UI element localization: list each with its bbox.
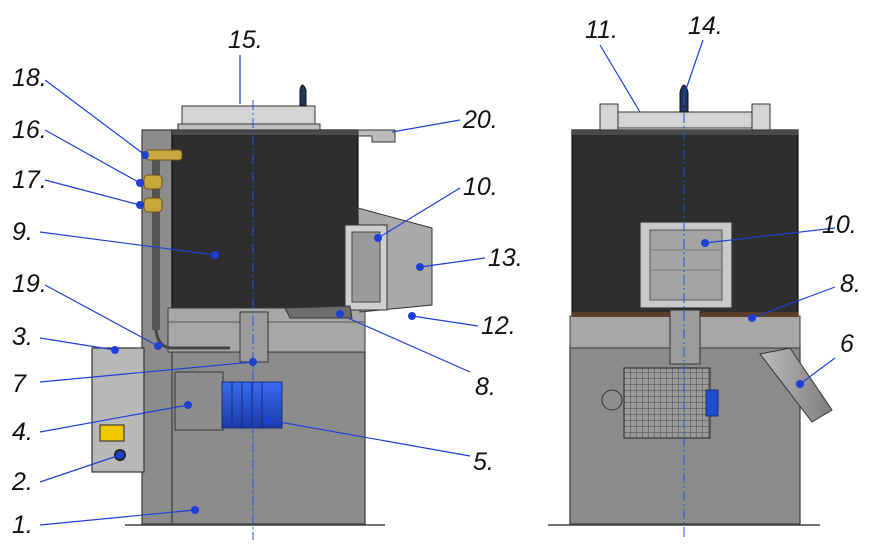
label-10-right: 10. [822, 211, 857, 239]
left-bracket [357, 129, 396, 143]
warning-sticker [99, 424, 125, 442]
leader-10-right [704, 227, 836, 244]
leader-9 [39, 231, 216, 256]
leader-8-left [347, 317, 471, 373]
dot-12 [408, 312, 416, 320]
leader-14 [683, 39, 704, 96]
left-shaft-housing [239, 311, 269, 363]
left-hopper [171, 129, 359, 311]
leader-19 [44, 284, 159, 347]
label-12: 12. [481, 312, 516, 340]
right-motor-blue-band [705, 389, 719, 417]
label-8-left: 8. [475, 373, 496, 401]
dot-5 [264, 416, 272, 424]
valve-18 [145, 149, 183, 161]
label-14: 14. [688, 12, 723, 40]
right-view [548, 84, 833, 540]
valve-16 [143, 174, 163, 190]
label-9: 9. [12, 218, 33, 246]
left-view [91, 84, 433, 540]
dot-4 [184, 401, 192, 409]
leader-3 [39, 337, 116, 351]
leader-20 [391, 119, 461, 133]
leader-11 [599, 44, 641, 113]
dot-8-right [748, 314, 756, 322]
valve-17 [143, 197, 163, 213]
leader-7 [39, 361, 254, 383]
label-16: 16. [12, 116, 47, 144]
label-4: 4. [12, 418, 33, 446]
right-shaft-housing [669, 309, 701, 365]
label-11: 11. [585, 16, 618, 44]
right-lid [617, 111, 753, 129]
dot-7 [249, 358, 257, 366]
pipe-19 [154, 329, 230, 350]
dot-3 [111, 346, 119, 354]
label-13: 13. [488, 244, 523, 272]
label-15: 15. [228, 26, 263, 54]
dot-19 [154, 342, 162, 350]
dot-8-left [336, 310, 344, 318]
right-door-inner [649, 229, 723, 301]
right-motor-grill [623, 367, 711, 439]
leaders [39, 39, 836, 526]
leader-13 [419, 257, 486, 268]
dot-9 [211, 251, 219, 259]
label-8-right: 8. [840, 270, 861, 298]
leader-12 [411, 315, 479, 327]
leader-17 [44, 179, 141, 206]
leader-5 [267, 419, 471, 457]
left-blade [284, 305, 353, 319]
left-hopper-rim [172, 130, 358, 135]
right-lid-post-left [599, 103, 619, 131]
label-2: 2. [11, 468, 33, 496]
label-5: 5. [473, 448, 494, 476]
label-1: 1. [12, 511, 33, 539]
label-18: 18. [12, 64, 47, 92]
leader-4 [39, 404, 189, 433]
dot-18 [141, 151, 149, 159]
label-10-left: 10. [463, 173, 498, 201]
leader-1 [39, 509, 196, 526]
dot-2 [116, 451, 124, 459]
dot-16 [136, 179, 144, 187]
leader-16 [44, 129, 141, 184]
labels: 1. 2. 3. 4. 5. 6 7 8. 8. 9. 10. 10. 11. … [11, 12, 861, 539]
right-spout [759, 347, 833, 423]
label-7: 7 [12, 370, 27, 398]
dot-13 [416, 263, 424, 271]
control-box [91, 347, 145, 473]
leader-10-left [377, 187, 461, 239]
left-handle [299, 84, 307, 107]
leader-2 [39, 454, 121, 483]
dot-6 [796, 380, 804, 388]
dot-10-right [701, 239, 709, 247]
label-3: 3. [12, 323, 33, 351]
label-17: 17. [12, 166, 47, 194]
right-motor-cap [601, 389, 623, 411]
left-motor-gear [174, 371, 224, 431]
label-6: 6 [840, 330, 854, 358]
leader-6 [799, 357, 836, 385]
label-20: 20. [462, 106, 498, 134]
left-pipe [152, 150, 160, 330]
right-hopper-rim [572, 130, 798, 135]
leader-8-right [751, 286, 836, 319]
dot-10-left [374, 234, 382, 242]
label-19: 19. [12, 270, 47, 298]
right-lid-post-right [751, 103, 771, 131]
dot-17 [136, 201, 144, 209]
left-lid-flange [177, 123, 321, 131]
leader-18 [44, 79, 146, 156]
left-latch-inner [351, 231, 381, 303]
dot-1 [191, 506, 199, 514]
